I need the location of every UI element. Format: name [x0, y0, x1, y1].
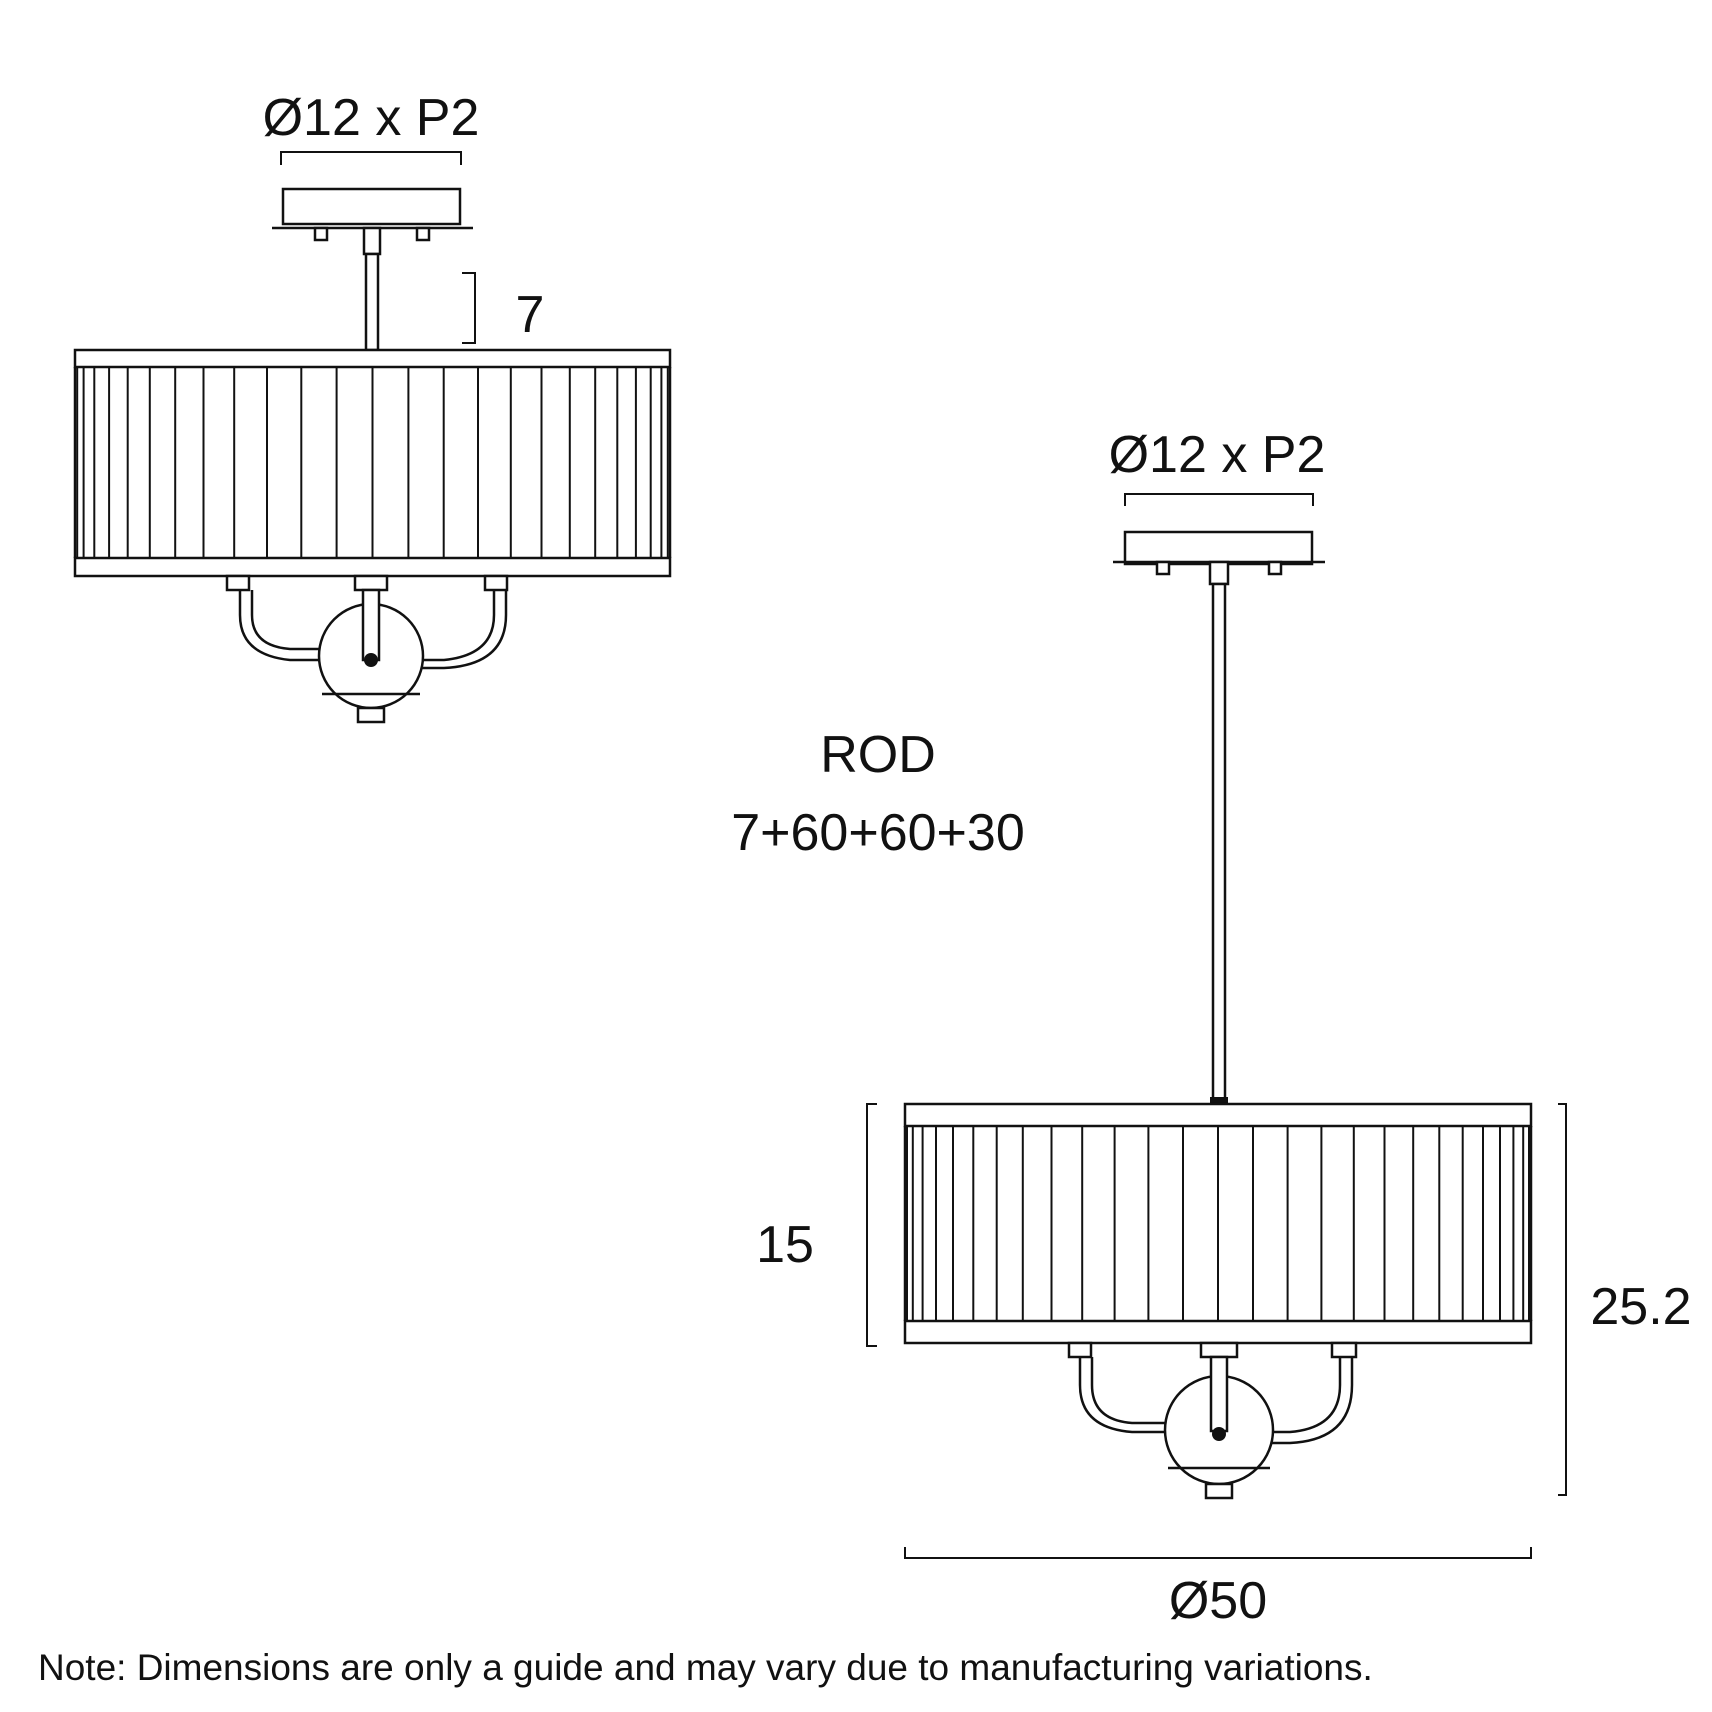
overall-height-bracket [1558, 1103, 1567, 1496]
shade-height-bracket [866, 1103, 877, 1347]
shade-bottom-band-left [73, 556, 672, 578]
canopy-dimension-bracket-right [1124, 493, 1314, 506]
rod-lengths-label: 7+60+60+30 [731, 804, 1025, 862]
rod-coupler-left [362, 226, 382, 256]
shade-top-band-right [903, 1102, 1533, 1128]
semi-flush-fixture: Ø12 x P2 7 [73, 89, 672, 724]
light-body-right [1067, 1341, 1358, 1500]
shade-bottom-band-right [903, 1319, 1533, 1345]
rod-right [1211, 582, 1227, 1106]
shade-top-band-left [73, 348, 672, 369]
rod-label: ROD [820, 726, 936, 784]
canopy-left [281, 187, 462, 226]
canopy-right [1123, 530, 1314, 566]
rod-coupler-right [1208, 560, 1230, 586]
canopy-dimension-bracket-left [280, 151, 462, 165]
drop-dimension-bracket [462, 272, 476, 344]
shade-slats-right [906, 1126, 1530, 1321]
pendant-fixture: Ø12 x P2 ROD 7+60+60+30 [731, 426, 1691, 1630]
drop-dimension-label: 7 [516, 286, 545, 344]
canopy-screw-left-b [415, 226, 431, 242]
shade-height-label: 15 [756, 1216, 814, 1274]
diameter-bracket [904, 1547, 1532, 1559]
light-body-left [225, 574, 509, 724]
canopy-dimension-label-right: Ø12 x P2 [1109, 426, 1326, 484]
overall-height-label: 25.2 [1590, 1278, 1691, 1336]
shade-slats-left [76, 367, 669, 558]
diameter-label: Ø50 [1169, 1572, 1267, 1630]
dimension-note: Note: Dimensions are only a guide and ma… [38, 1647, 1373, 1688]
rod-left [364, 252, 380, 352]
canopy-screw-left-a [313, 226, 329, 242]
canopy-dimension-label-left: Ø12 x P2 [263, 89, 480, 147]
